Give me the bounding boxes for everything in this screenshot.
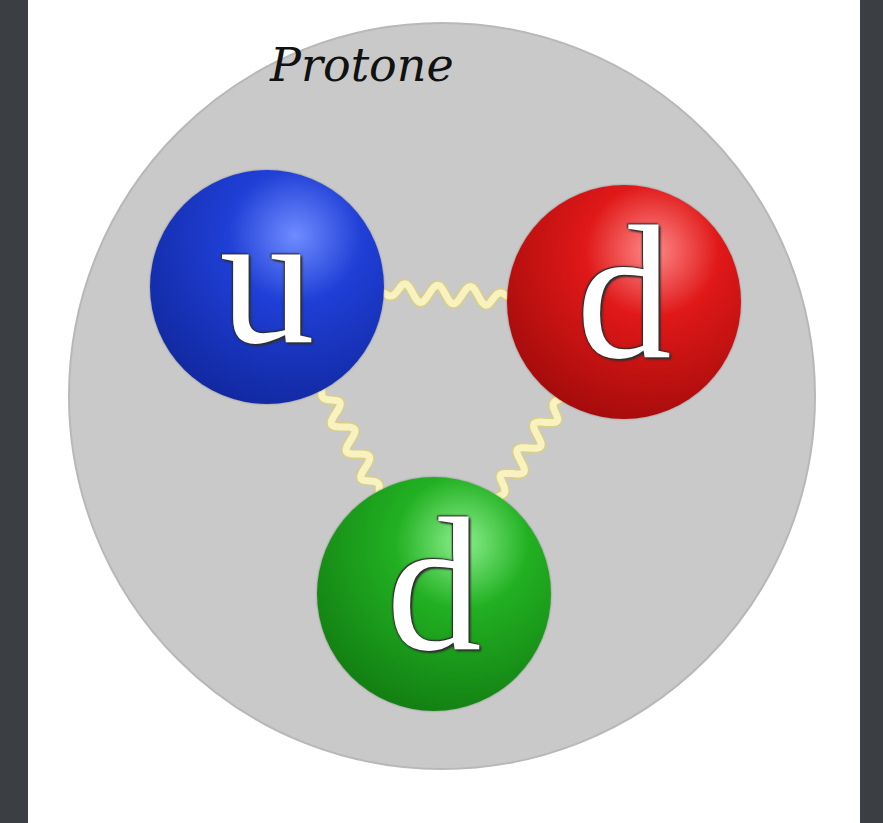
proton-circle: Protoneudd	[68, 22, 816, 770]
gluon-line	[496, 397, 563, 500]
node-title: Protone	[270, 38, 454, 92]
quark-letter: u	[220, 183, 315, 373]
quark-letter: d	[387, 490, 482, 680]
gluon-line	[380, 284, 511, 305]
quark-circle: d	[507, 185, 741, 419]
quark-letter: d	[577, 198, 672, 388]
quark-circle: d	[317, 477, 551, 711]
gluon-line	[321, 386, 380, 494]
quark-circle: u	[150, 170, 384, 404]
